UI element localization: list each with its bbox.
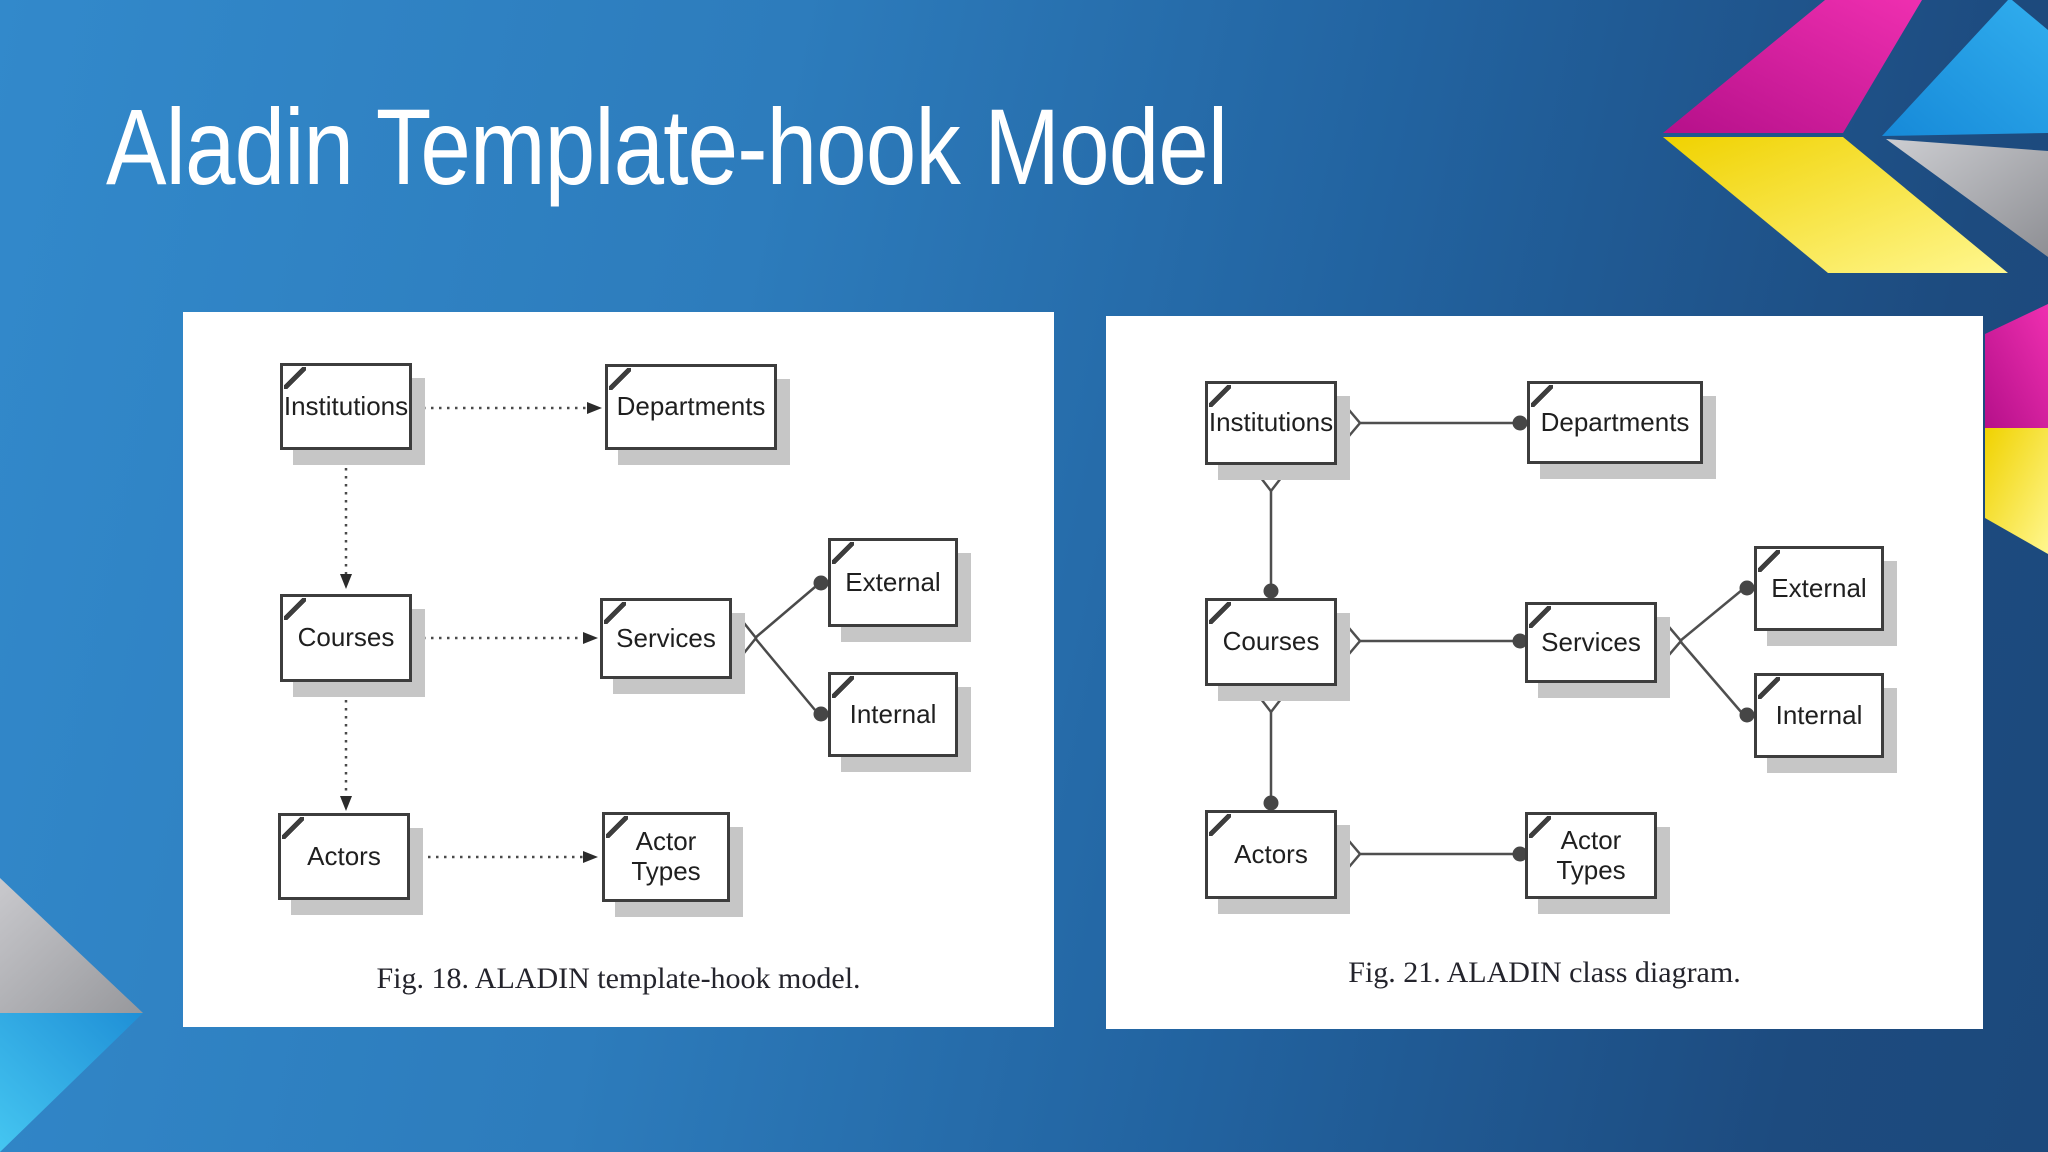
- fold-corner-icon: [1758, 550, 1780, 572]
- fold-corner-icon: [609, 368, 631, 390]
- chevron-corner-navy-shape: [2012, 0, 2048, 30]
- chevron-blue-shape: [1882, 0, 2048, 136]
- node-label: Services: [616, 622, 716, 653]
- fig18-node-departments: Departments: [605, 364, 777, 450]
- fig21-node-actor-types: Actor Types: [1525, 812, 1657, 899]
- edge-services-external: [754, 586, 816, 639]
- right-band-magenta-shape: [1985, 304, 2048, 428]
- fig18-node-institutions: Institutions: [280, 363, 412, 450]
- chevron-yellow-shape: [1663, 137, 2008, 273]
- arrowhead-down-icon: [340, 574, 352, 589]
- fig18-node-actors: Actors: [278, 813, 410, 900]
- fig18-caption: Fig. 18. ALADIN template-hook model.: [376, 962, 861, 995]
- fig21-node-external: External: [1754, 546, 1884, 631]
- fold-corner-icon: [284, 367, 306, 389]
- fold-corner-icon: [1531, 385, 1553, 407]
- arrowhead-right-icon: [583, 632, 598, 644]
- node-label: Actors: [307, 840, 381, 871]
- filled-circle-icon: [1739, 580, 1755, 596]
- aggregation-diamond-icon: [1655, 625, 1683, 657]
- node-label: Internal: [1775, 699, 1863, 730]
- filled-circle-icon: [1512, 415, 1528, 431]
- aggregation-diamond-icon: [1336, 408, 1362, 438]
- fold-corner-icon: [282, 817, 304, 839]
- fig18-node-courses: Courses: [280, 594, 412, 682]
- fig18-connectors: [340, 402, 829, 863]
- bottom-left-blue-triangle: [0, 1013, 143, 1152]
- node-label: Courses: [1222, 626, 1320, 657]
- fig21-node-services: Services: [1525, 602, 1657, 683]
- fold-corner-icon: [1758, 677, 1780, 699]
- figure-18-panel: Institutions Departments Courses Service…: [183, 312, 1054, 1027]
- fig21-node-institutions: Institutions: [1205, 381, 1337, 465]
- fig21-node-actors: Actors: [1205, 810, 1337, 899]
- node-label: Services: [1541, 626, 1641, 657]
- chevron-gray-shape: [1886, 139, 2048, 257]
- node-label: Institutions: [283, 390, 409, 421]
- filled-circle-icon: [1263, 583, 1279, 599]
- node-label: Actor Types: [631, 826, 701, 886]
- page-title: Aladin Template-hook Model: [106, 86, 1228, 207]
- aggregation-diamond-icon: [1336, 839, 1362, 869]
- fig21-node-courses: Courses: [1205, 598, 1337, 686]
- fold-corner-icon: [832, 542, 854, 564]
- node-label: Actors: [1234, 838, 1308, 869]
- fold-corner-icon: [604, 602, 626, 624]
- fig21-node-departments: Departments: [1527, 381, 1703, 464]
- right-band-yellow-shape: [1985, 428, 2048, 554]
- node-label: External: [1771, 572, 1867, 603]
- filled-circle-icon: [813, 575, 829, 591]
- arrowhead-right-icon: [587, 402, 602, 414]
- aggregation-diamond-icon: [1259, 462, 1283, 494]
- arrowhead-down-icon: [340, 796, 352, 811]
- chevron-magenta-shape: [1663, 0, 1922, 133]
- aggregation-diamond-icon: [1336, 626, 1362, 656]
- filled-circle-icon: [1263, 795, 1279, 811]
- filled-circle-icon: [813, 706, 829, 722]
- fold-corner-icon: [284, 598, 306, 620]
- edge-services-internal: [754, 637, 816, 711]
- aggregation-diamond-icon: [730, 620, 758, 656]
- arrowhead-right-icon: [583, 851, 598, 863]
- fold-corner-icon: [1209, 385, 1231, 407]
- fig18-node-external: External: [828, 538, 958, 627]
- fold-corner-icon: [1529, 816, 1551, 838]
- fig18-node-services: Services: [600, 598, 732, 679]
- figure-21-panel: Institutions Departments Courses Service…: [1106, 316, 1983, 1029]
- filled-circle-icon: [1512, 846, 1528, 862]
- fold-corner-icon: [1209, 814, 1231, 836]
- node-label: Actor Types: [1556, 824, 1626, 885]
- fold-corner-icon: [1209, 602, 1231, 624]
- node-label: Departments: [616, 391, 766, 422]
- fold-corner-icon: [832, 676, 854, 698]
- filled-circle-icon: [1739, 707, 1755, 723]
- fig21-connectors: [1259, 408, 1755, 869]
- node-label: External: [845, 566, 941, 597]
- fig18-node-actor-types: Actor Types: [602, 812, 730, 902]
- node-label: Internal: [849, 698, 937, 729]
- fig21-caption: Fig. 21. ALADIN class diagram.: [1348, 956, 1741, 989]
- bottom-left-gray-triangle: [0, 878, 143, 1013]
- node-label: Institutions: [1208, 407, 1334, 438]
- fold-corner-icon: [606, 816, 628, 838]
- edge-services-internal: [1679, 640, 1743, 714]
- fold-corner-icon: [1529, 606, 1551, 628]
- node-label: Departments: [1540, 406, 1690, 437]
- aggregation-diamond-icon: [1259, 683, 1283, 715]
- fig18-node-internal: Internal: [828, 672, 958, 757]
- edge-services-external: [1679, 589, 1743, 642]
- filled-circle-icon: [1512, 633, 1528, 649]
- fig21-node-internal: Internal: [1754, 673, 1884, 758]
- node-label: Courses: [297, 622, 395, 653]
